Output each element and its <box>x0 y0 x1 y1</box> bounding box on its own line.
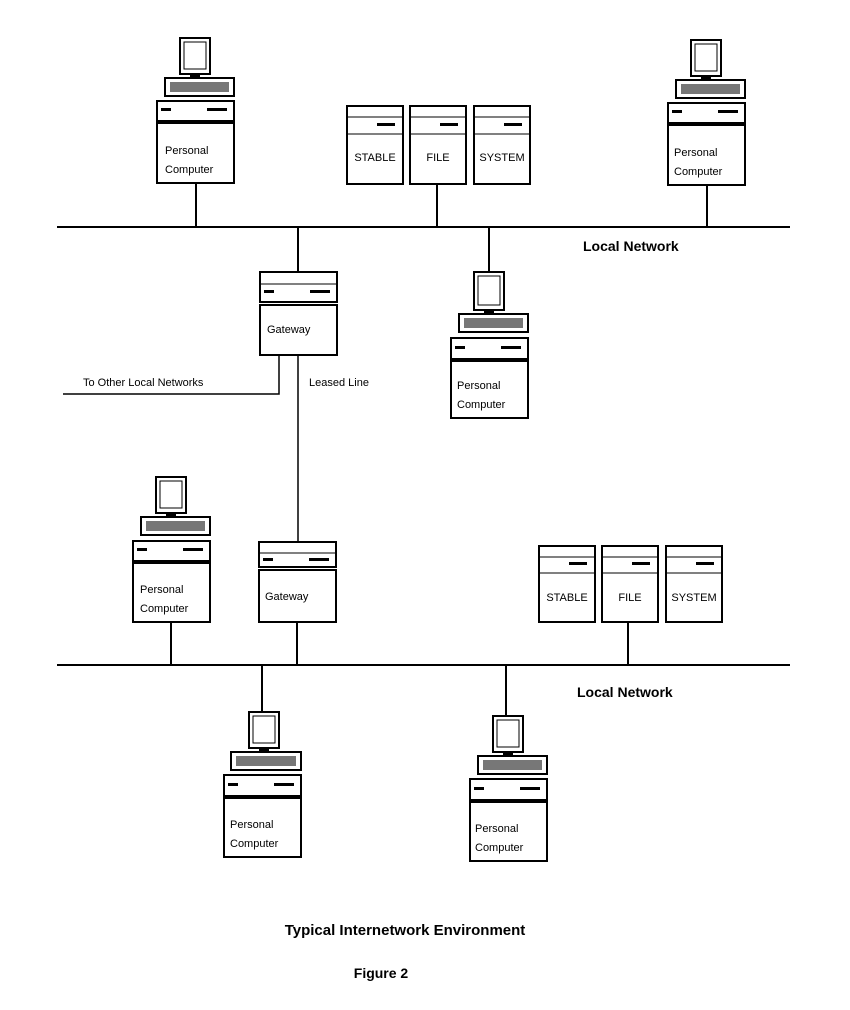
monitor-icon <box>690 39 722 80</box>
server-unit: SYSTEM <box>665 545 723 623</box>
local-network-label-top: Local Network <box>583 238 679 254</box>
server-unit: STABLE <box>538 545 596 623</box>
server-unit: SYSTEM <box>473 105 531 185</box>
personal-computer-top-middle: Personal Computer <box>450 271 529 419</box>
server-unit: STABLE <box>346 105 404 185</box>
keyboard-icon <box>140 516 211 536</box>
cpu-icon <box>667 102 746 186</box>
personal-computer-top-right: Personal Computer <box>667 39 746 186</box>
pc-label-line1: Personal <box>457 380 500 392</box>
personal-computer-bottom-left: Personal Computer <box>132 476 211 623</box>
keyboard-icon <box>675 79 746 99</box>
personal-computer-bottom-middle: Personal Computer <box>223 711 302 858</box>
keyboard-icon <box>164 77 235 97</box>
pc-label-line2: Computer <box>230 838 279 850</box>
pc-label-line1: Personal <box>230 819 273 831</box>
cpu-icon <box>469 778 548 862</box>
pc-label-line2: Computer <box>140 603 189 615</box>
monitor-icon <box>473 271 505 314</box>
cpu-icon <box>223 774 302 858</box>
cpu-icon <box>132 540 211 623</box>
personal-computer-bottom-right: Personal Computer <box>469 715 548 862</box>
server-unit: FILE <box>409 105 467 185</box>
leased-line-label: Leased Line <box>309 377 369 389</box>
to-other-networks-label: To Other Local Networks <box>83 377 204 389</box>
figure-title: Typical Internetwork Environment <box>285 922 526 939</box>
pc-label-line2: Computer <box>457 399 506 411</box>
fs-label-system: SYSTEM <box>479 152 524 164</box>
fs-label-file: FILE <box>618 592 641 604</box>
pc-label-line2: Computer <box>165 164 214 176</box>
fs-label-stable: STABLE <box>354 152 395 164</box>
fs-label-system: SYSTEM <box>671 592 716 604</box>
monitor-icon <box>179 37 211 78</box>
server-unit: FILE <box>601 545 659 623</box>
keyboard-icon <box>458 313 529 333</box>
pc-label-line2: Computer <box>475 842 524 854</box>
gateway-label: Gateway <box>265 591 309 603</box>
pc-label-line1: Personal <box>674 147 717 159</box>
file-system-bottom: STABLE FILE SYSTEM <box>538 545 723 623</box>
monitor-icon <box>492 715 524 756</box>
gateway-bottom: Gateway <box>258 541 337 623</box>
gateway-label: Gateway <box>267 324 311 336</box>
to-other-networks-line <box>63 355 280 395</box>
fs-label-file: FILE <box>426 152 449 164</box>
keyboard-icon <box>477 755 548 775</box>
pc-label-line1: Personal <box>475 823 518 835</box>
pc-label-line1: Personal <box>165 145 208 157</box>
monitor-icon <box>155 476 187 517</box>
gateway-top: Gateway <box>259 271 338 356</box>
file-system-top: STABLE FILE SYSTEM <box>346 105 531 185</box>
figure-number: Figure 2 <box>354 965 409 981</box>
keyboard-icon <box>230 751 302 771</box>
monitor-icon <box>248 711 280 752</box>
local-network-label-bottom: Local Network <box>577 684 673 700</box>
cpu-icon <box>450 337 529 419</box>
fs-label-stable: STABLE <box>546 592 587 604</box>
pc-label-line1: Personal <box>140 584 183 596</box>
cpu-icon <box>156 100 235 184</box>
personal-computer-top-left: Personal Computer <box>156 37 235 184</box>
pc-label-line2: Computer <box>674 166 723 178</box>
